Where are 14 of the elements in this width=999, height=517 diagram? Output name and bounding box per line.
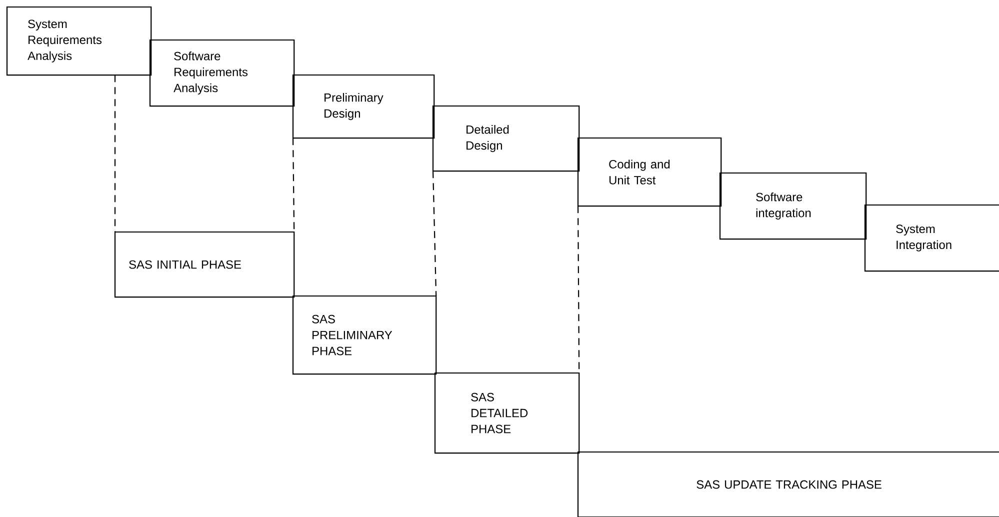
- phase-box: SAS DETAILED PHASE: [434, 372, 580, 454]
- task-box: System Requirements Analysis: [6, 6, 152, 76]
- task-box: Detailed Design: [432, 105, 580, 172]
- task-box: Software Requirements Analysis: [149, 39, 295, 107]
- phase-box: SAS PRELIMINARY PHASE: [292, 295, 437, 375]
- connector-line: [292, 138, 295, 232]
- task-box: System Integration: [864, 204, 999, 272]
- task-box: Software integration: [719, 172, 867, 240]
- task-box: Coding and Unit Test: [577, 137, 722, 207]
- phase-box: SAS INITIAL PHASE: [114, 231, 295, 298]
- connector-line: [432, 171, 437, 296]
- connector-line: [114, 75, 116, 232]
- task-box: Preliminary Design: [292, 74, 435, 139]
- phase-box: SAS UPDATE TRACKING PHASE: [577, 451, 999, 517]
